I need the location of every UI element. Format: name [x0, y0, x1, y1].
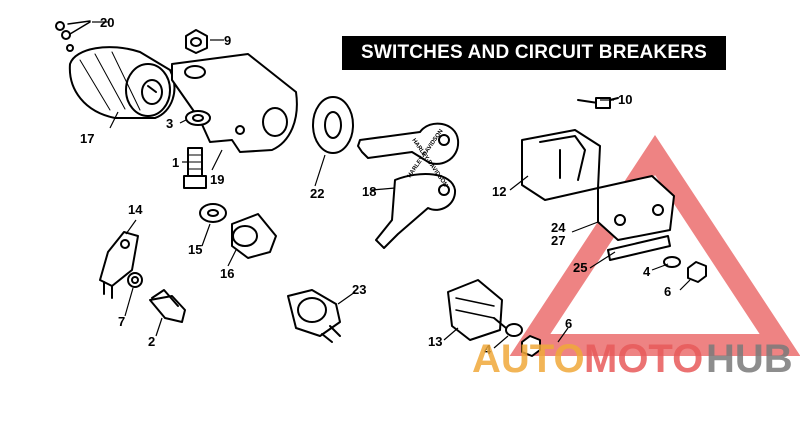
bracket-12 [521, 129, 601, 201]
callout-18: 18 [362, 184, 376, 199]
callout-2: 2 [148, 334, 155, 349]
switch-bracket [171, 53, 298, 153]
callout-10: 10 [618, 92, 632, 107]
callout-7: 7 [118, 314, 125, 329]
keys-18 [357, 122, 460, 249]
callout-14: 14 [128, 202, 143, 217]
nut-9 [185, 29, 208, 54]
bolt-2 [149, 289, 186, 323]
callout-3: 3 [166, 116, 173, 131]
watermark-logo [509, 134, 800, 356]
circuit-breaker [597, 175, 675, 241]
callout-23: 23 [352, 282, 366, 297]
callout-9: 9 [224, 33, 231, 48]
callout-22: 22 [310, 186, 324, 201]
callout-13: 13 [428, 334, 442, 349]
callout-6-right: 6 [664, 284, 671, 299]
callout-15: 15 [188, 242, 202, 257]
relay-14 [99, 231, 139, 299]
callout-17: 17 [80, 131, 94, 146]
watermark-auto: AUTO [472, 337, 585, 381]
callout-12: 12 [492, 184, 506, 199]
watermark-moto: MOTO [584, 337, 703, 381]
watermark-hub: HUB [706, 337, 793, 381]
watermark-triangle [509, 134, 800, 356]
callout-6-left: 6 [565, 316, 572, 331]
switch-23 [287, 289, 341, 343]
callout-4-right: 4 [643, 264, 651, 279]
callout-19: 19 [210, 172, 224, 187]
diagram-title: SWITCHES AND CIRCUIT BREAKERS [342, 36, 726, 70]
ignition-switch [61, 30, 176, 119]
callout-1: 1 [172, 155, 179, 170]
leader-lines [92, 21, 691, 349]
gasket-22 [312, 96, 354, 154]
link-plate-25 [607, 235, 671, 261]
callout-25: 25 [573, 260, 587, 275]
switch-13 [447, 279, 507, 341]
callout-4-left: 4 [484, 342, 492, 357]
callout-20: 20 [100, 15, 114, 30]
callout-16: 16 [220, 266, 234, 281]
lockwasher-3 [185, 110, 211, 126]
watermark-text: AUTO MOTO HUB [472, 337, 793, 381]
bolt-1 [183, 147, 207, 189]
switch-16 [231, 213, 277, 259]
